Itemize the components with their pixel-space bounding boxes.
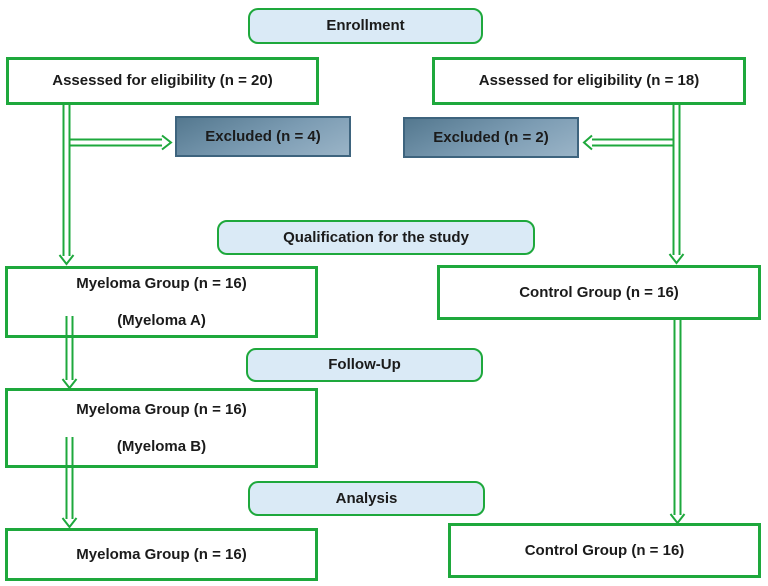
- stage-qualification: Qualification for the study: [217, 220, 535, 255]
- myeloma-b-line2: (Myeloma B): [116, 437, 207, 455]
- stage-analysis: Analysis: [248, 481, 485, 516]
- arrow-to-excluded-right: [582, 134, 674, 151]
- arrow-assessed-right-to-control: [668, 104, 685, 265]
- myeloma-b-box: Myeloma Group (n = 16) (Myeloma B): [5, 388, 318, 468]
- assessed-eligibility-right-box: Assessed for eligibility (n = 18): [432, 57, 746, 105]
- assessed-eligibility-left-box: Assessed for eligibility (n = 20): [6, 57, 319, 105]
- myeloma-b-line1: Myeloma Group (n = 16): [76, 401, 247, 419]
- myeloma-a-line2: (Myeloma A): [117, 311, 206, 329]
- arrow-control-top-to-bottom: [669, 320, 686, 525]
- control-group-top-box: Control Group (n = 16): [437, 265, 761, 320]
- excluded-left-box: Excluded (n = 4): [175, 116, 351, 157]
- stage-followup: Follow-Up: [246, 348, 483, 382]
- myeloma-a-line1: Myeloma Group (n = 16): [76, 275, 247, 293]
- stage-enrollment: Enrollment: [248, 8, 483, 44]
- myeloma-a-box: Myeloma Group (n = 16) (Myeloma A): [5, 266, 318, 338]
- excluded-right-box: Excluded (n = 2): [403, 117, 579, 158]
- arrow-assessed-left-to-myeloma-a: [58, 104, 75, 266]
- arrow-to-excluded-left: [69, 134, 173, 151]
- control-group-bottom-box: Control Group (n = 16): [448, 523, 761, 578]
- myeloma-bottom-box: Myeloma Group (n = 16): [5, 528, 318, 581]
